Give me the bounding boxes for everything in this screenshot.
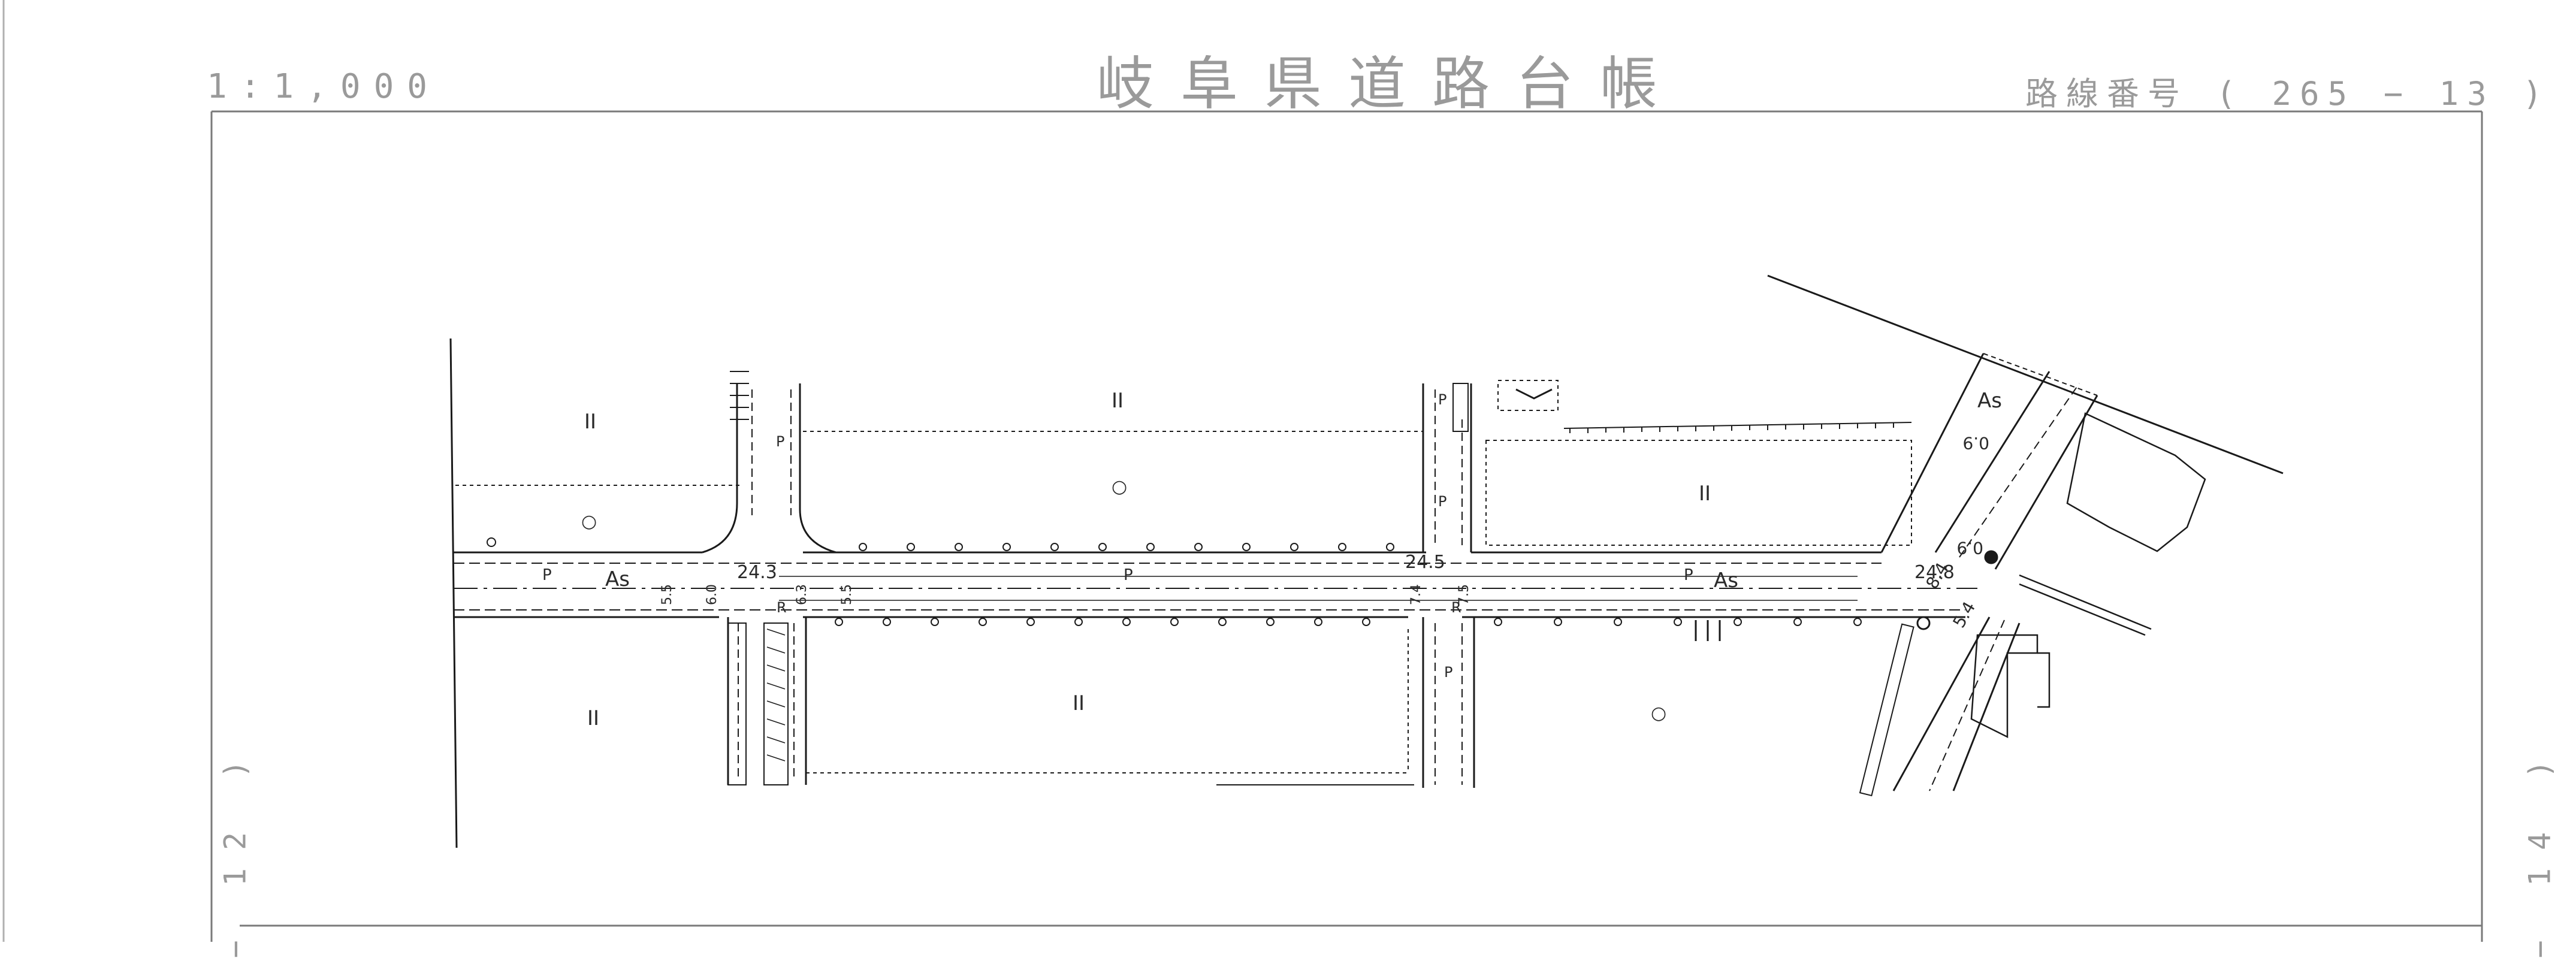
route-number: 路線番号 ( 265 − 13 ) — [2025, 67, 2551, 114]
pole-mark: P — [1438, 391, 1446, 408]
reflector-mark: R — [1451, 599, 1461, 616]
main-road — [454, 551, 1977, 618]
road-width-label: 24.8 — [1914, 562, 1955, 583]
pole-mark: P — [776, 433, 784, 450]
pond-mark: ○ — [1112, 476, 1127, 497]
sidewalk-width-label: 5.5 — [660, 584, 675, 605]
route-number-value: ( 265 − 13 ) — [2216, 75, 2551, 113]
pole-mark: P — [1684, 566, 1693, 584]
road-width-label: 24.3 — [737, 562, 777, 583]
pond-mark: ○ — [1651, 703, 1666, 724]
road-width-label: 24.5 — [1405, 552, 1445, 573]
sidewalk-width-label: 5.5 — [839, 584, 854, 605]
cross-street-mid — [1422, 383, 1475, 788]
map-frame — [210, 110, 2483, 942]
field-mark: II — [1073, 691, 1085, 715]
branch-width-label: 0.9 — [1962, 433, 1989, 453]
reflector-mark: R — [777, 599, 787, 616]
field-mark: II — [587, 706, 599, 730]
branch-width-label: 5.4 — [1949, 598, 1979, 631]
property-boundaries — [455, 380, 1912, 785]
dimension-labels: 24.3 24.5 24.8 5.5 6.0 6.3 5.5 7.4 7.5 8… — [660, 433, 1989, 631]
route-number-label: 路線番号 — [2025, 75, 2188, 113]
fence-rows — [1563, 422, 1912, 433]
pole-mark: P — [1438, 493, 1446, 510]
sidewalk-width-label: 7.5 — [1457, 584, 1472, 605]
page-title: 岐阜県道路台帳 — [1097, 50, 1684, 117]
sidewalk-width-label: 6.3 — [795, 584, 810, 605]
branch-road — [1767, 274, 2284, 797]
pond-mark: ○ — [581, 511, 597, 532]
cross-street-west — [702, 371, 836, 785]
field-mark: II — [584, 410, 596, 434]
pavement-label: As — [1977, 389, 2002, 413]
map-scale: 1:1,000 — [207, 67, 441, 106]
curb-markers — [487, 537, 1862, 626]
branch-width-label: 0.9 — [1956, 538, 1983, 558]
field-mark: II — [1112, 389, 1124, 413]
road-labels: As As As P P P P P P P R R — [542, 389, 2002, 681]
pavement-label: As — [605, 567, 630, 591]
pole-mark: P — [542, 566, 552, 584]
land-use-marks: II II II II II ○ ○ ○ — [581, 389, 1711, 730]
sidewalk-width-label: 7.4 — [1409, 584, 1424, 605]
pole-mark: P — [1444, 664, 1452, 681]
sidewalk-width-label: 6.0 — [705, 584, 720, 605]
pavement-label: As — [1714, 569, 1738, 593]
boundary-line-west — [449, 338, 458, 848]
field-mark: II — [1699, 482, 1711, 506]
buildings — [1970, 412, 2206, 739]
pole-mark: P — [1124, 566, 1133, 584]
